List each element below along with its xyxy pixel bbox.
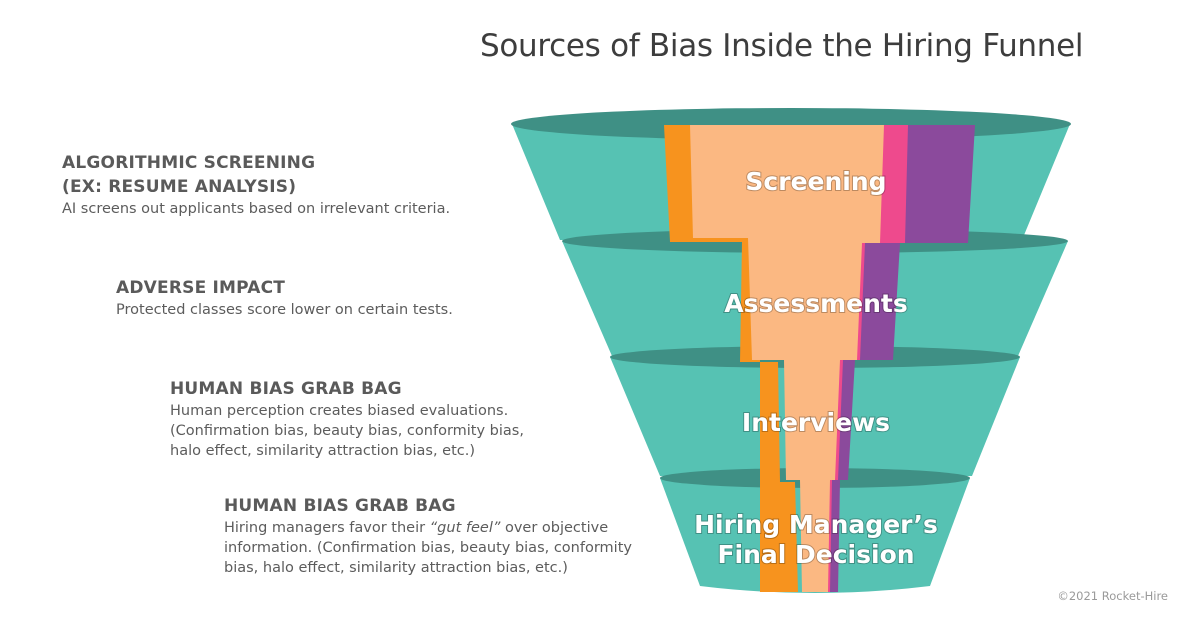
annotation-heading: ALGORITHMIC SCREENING	[62, 153, 316, 173]
stage-label-screening: Screening	[745, 167, 886, 196]
annotation-body-line: Human perception creates biased evaluati…	[170, 403, 509, 419]
peach-stream	[690, 125, 884, 592]
annotation-text: Hiring managers favor their	[224, 520, 430, 536]
annotation-heading: HUMAN BIAS GRAB BAG	[170, 379, 402, 399]
stage-label-assessments: Assessments	[724, 289, 907, 318]
annotation-body-line: halo effect, similarity attraction bias,…	[170, 443, 476, 459]
annotation-human-bias-evaluations: HUMAN BIAS GRAB BAG Human perception cre…	[170, 377, 524, 461]
annotation-body-line: (Confirmation bias, beauty bias, conform…	[170, 423, 524, 439]
annotation-text: over objective	[500, 520, 609, 536]
orange-stream	[664, 125, 798, 592]
copyright-notice: ©2021 Rocket-Hire	[1057, 589, 1168, 603]
annotation-emphasis: “gut feel”	[429, 520, 501, 536]
annotation-body: AI screens out applicants based on irrel…	[62, 201, 451, 217]
stage-label-final-decision-line1: Hiring Manager’s	[694, 510, 938, 539]
annotation-algorithmic-screening: ALGORITHMIC SCREENING (EX: RESUME ANALYS…	[62, 151, 450, 219]
stage-label-final-decision-line2: Final Decision	[717, 540, 914, 569]
annotation-body-line: Hiring managers favor their “gut feel” o…	[224, 518, 632, 538]
annotation-adverse-impact: ADVERSE IMPACT Protected classes score l…	[116, 276, 453, 320]
annotation-body: Protected classes score lower on certain…	[116, 302, 453, 318]
bias-streams	[664, 125, 975, 592]
annotation-heading: (EX: RESUME ANALYSIS)	[62, 177, 297, 197]
annotation-heading: HUMAN BIAS GRAB BAG	[224, 496, 456, 516]
stage-label-interviews: Interviews	[742, 408, 890, 437]
annotation-body-line: information. (Confirmation bias, beauty …	[224, 540, 632, 556]
annotation-human-bias-gut-feel: HUMAN BIAS GRAB BAG Hiring managers favo…	[224, 494, 632, 578]
page-title: Sources of Bias Inside the Hiring Funnel	[480, 28, 1084, 64]
annotation-heading: ADVERSE IMPACT	[116, 278, 286, 298]
annotation-body-line: bias, halo effect, similarity attraction…	[224, 560, 568, 576]
